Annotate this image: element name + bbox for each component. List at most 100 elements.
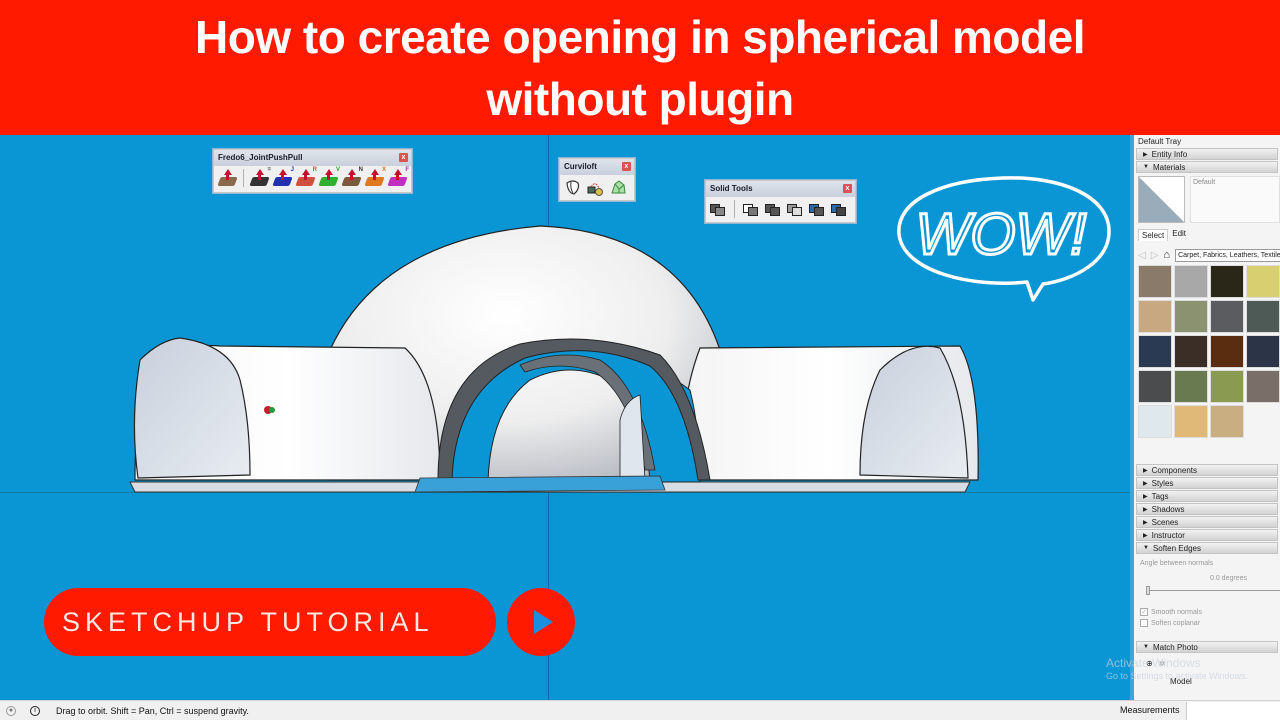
outer-shell-icon[interactable]: [710, 202, 726, 216]
toolbar-separator: [734, 200, 735, 218]
loft-along-path-icon[interactable]: [587, 179, 604, 196]
title-line-1: How to create opening in spherical model: [195, 11, 1085, 63]
expand-arrow-icon: ▶: [1143, 493, 1148, 500]
status-message: Drag to orbit. Shift = Pan, Ctrl = suspe…: [56, 705, 249, 716]
play-button[interactable]: [507, 588, 575, 656]
material-swatch[interactable]: [1174, 265, 1208, 298]
soften-coplanar-checkbox[interactable]: Soften coplanar: [1140, 619, 1200, 627]
close-icon[interactable]: x: [399, 153, 408, 162]
material-swatch[interactable]: [1138, 370, 1172, 403]
wow-speech-bubble: WOW!: [897, 176, 1111, 302]
material-swatch[interactable]: [1174, 405, 1208, 438]
intersect-icon[interactable]: [743, 202, 759, 216]
tray-sections: ▶Components▶Styles▶Tags▶Shadows▶Scenes▶I…: [1134, 463, 1280, 555]
material-swatch[interactable]: [1210, 300, 1244, 333]
material-swatch[interactable]: [1138, 335, 1172, 368]
settings-icon[interactable]: ✲: [1158, 659, 1166, 668]
material-swatch[interactable]: [1246, 370, 1280, 403]
title-line-2: without plugin: [486, 73, 794, 125]
material-swatch[interactable]: [1210, 370, 1244, 403]
close-icon[interactable]: x: [843, 184, 852, 193]
status-bar: ● i Drag to orbit. Shift = Pan, Ctrl = s…: [0, 700, 1280, 720]
geo-location-icon[interactable]: ●: [6, 705, 16, 716]
tray-section-soften-edges[interactable]: ▼Soften Edges: [1136, 542, 1278, 554]
angle-slider[interactable]: [1146, 590, 1280, 591]
material-swatch[interactable]: [1210, 335, 1244, 368]
material-swatch[interactable]: [1210, 405, 1244, 438]
trim-icon[interactable]: [809, 202, 825, 216]
union-icon[interactable]: [765, 202, 781, 216]
dome-model[interactable]: [120, 220, 980, 500]
toolbar-title: Fredo6_JointPushPull x: [214, 150, 411, 166]
angle-value: 0.0 degrees: [1210, 575, 1247, 582]
joint-push-pull-toolbar[interactable]: Fredo6_JointPushPull x = J R V N X F: [213, 149, 412, 193]
tray-section-scenes[interactable]: ▶Scenes: [1136, 516, 1278, 528]
split-icon[interactable]: [831, 202, 847, 216]
material-swatch[interactable]: [1246, 335, 1280, 368]
tab-select[interactable]: Select: [1138, 229, 1169, 241]
material-name-field[interactable]: Default: [1190, 176, 1280, 223]
tray-section-shadows[interactable]: ▶Shadows: [1136, 503, 1278, 515]
forward-arrow-icon[interactable]: ▷: [1150, 249, 1159, 261]
expand-arrow-icon: ▶: [1143, 467, 1148, 474]
soften-edges-panel: Angle between normals 0.0 degrees ✓Smoot…: [1140, 560, 1280, 627]
tray-section-instructor[interactable]: ▶Instructor: [1136, 529, 1278, 541]
joint-push-pull-r-icon[interactable]: R: [295, 167, 317, 187]
joint-push-pull-v-icon[interactable]: V: [318, 167, 340, 187]
collapse-arrow-icon: ▼: [1143, 644, 1149, 650]
match-photo-model-label: Model: [1170, 677, 1192, 686]
slider-handle[interactable]: [1146, 586, 1150, 595]
material-swatch[interactable]: [1246, 300, 1280, 333]
solid-tools-toolbar[interactable]: Solid Tools x: [705, 180, 856, 223]
title-banner: How to create opening in spherical model…: [0, 0, 1280, 135]
expand-arrow-icon: ▶: [1143, 506, 1148, 513]
expand-arrow-icon: ▶: [1143, 151, 1148, 158]
tray-section-entity-info[interactable]: ▶Entity Info: [1136, 148, 1278, 160]
joint-push-pull-n-icon[interactable]: N: [341, 167, 363, 187]
tray-section-materials[interactable]: ▼Materials: [1136, 161, 1278, 173]
joint-push-pull-x-icon[interactable]: X: [364, 167, 386, 187]
close-icon[interactable]: x: [622, 162, 631, 171]
collapse-arrow-icon: ▼: [1143, 164, 1149, 170]
joint-push-pull-icon[interactable]: =: [249, 167, 271, 187]
subtract-icon[interactable]: [787, 202, 803, 216]
joint-push-pull-j-icon[interactable]: J: [272, 167, 294, 187]
material-swatch[interactable]: [1174, 335, 1208, 368]
add-photo-icon[interactable]: ⊕: [1146, 659, 1153, 668]
smooth-normals-checkbox[interactable]: ✓Smooth normals: [1140, 608, 1202, 616]
materials-nav: ◁ ▷ ⌂ Carpet, Fabrics, Leathers, Textile…: [1138, 247, 1280, 263]
match-photo-controls: ⊕ ✲: [1146, 659, 1165, 668]
material-swatch[interactable]: [1210, 265, 1244, 298]
material-swatch[interactable]: [1138, 300, 1172, 333]
default-tray: Default Tray ▶Entity Info ▼Materials Def…: [1130, 135, 1280, 700]
tab-edit[interactable]: Edit: [1172, 229, 1187, 238]
tray-section-styles[interactable]: ▶Styles: [1136, 477, 1278, 489]
measurements-input[interactable]: [1186, 702, 1280, 720]
material-swatch[interactable]: [1138, 265, 1172, 298]
info-icon[interactable]: i: [30, 705, 40, 716]
toolbar-separator: [243, 169, 244, 187]
collapse-arrow-icon: ▼: [1143, 545, 1149, 551]
material-swatch[interactable]: [1138, 405, 1172, 438]
material-collection-dropdown[interactable]: Carpet, Fabrics, Leathers, Textiles and …: [1175, 248, 1280, 262]
skin-contours-icon[interactable]: [610, 179, 627, 196]
material-preview[interactable]: [1138, 176, 1185, 223]
tray-section-match-photo[interactable]: ▼Match Photo: [1134, 640, 1280, 654]
play-icon: [534, 610, 553, 634]
push-pull-dropdown-icon[interactable]: [217, 169, 238, 187]
sketchup-tutorial-badge: SKETCHUP TUTORIAL: [44, 588, 496, 656]
material-swatch[interactable]: [1174, 300, 1208, 333]
home-icon[interactable]: ⌂: [1163, 249, 1171, 261]
materials-tabs: Select Edit: [1138, 229, 1186, 241]
material-swatch[interactable]: [1246, 265, 1280, 298]
curviloft-toolbar[interactable]: Curviloft x: [559, 158, 635, 201]
joint-push-pull-f-icon[interactable]: F: [387, 167, 409, 187]
expand-arrow-icon: ▶: [1143, 480, 1148, 487]
tray-title: Default Tray: [1134, 135, 1280, 147]
loft-by-spline-icon[interactable]: [564, 179, 581, 196]
material-swatch[interactable]: [1174, 370, 1208, 403]
back-arrow-icon[interactable]: ◁: [1138, 249, 1146, 261]
tray-section-tags[interactable]: ▶Tags: [1136, 490, 1278, 502]
tray-section-components[interactable]: ▶Components: [1136, 464, 1278, 476]
